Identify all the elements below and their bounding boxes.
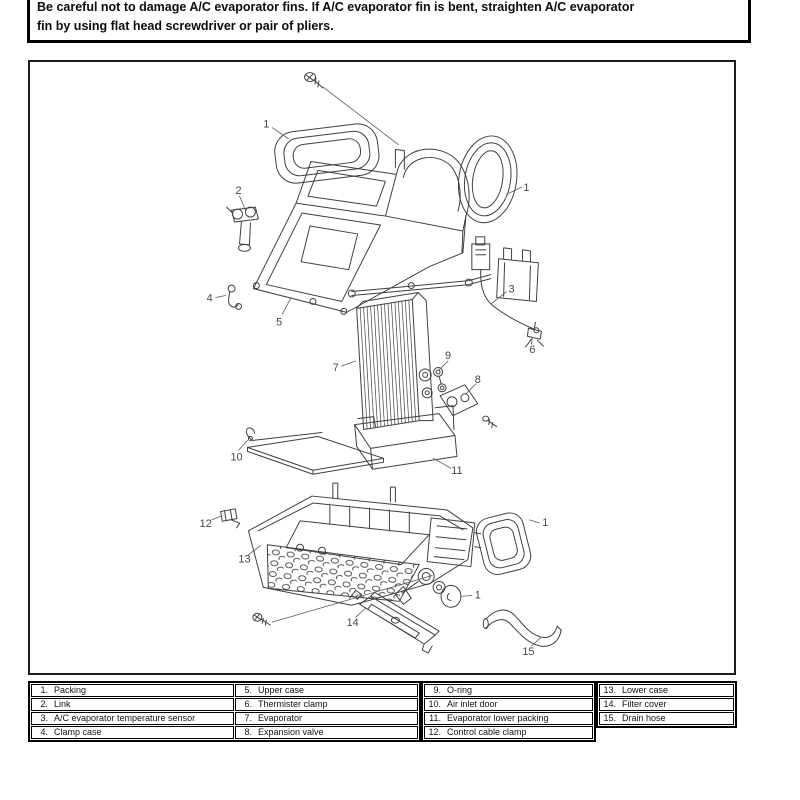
callout-numbers: 1 1 2 4 5 3 6 7 9 8 10 11 12 13 1 1 14 1… — [200, 119, 549, 658]
legend-cell-link: 2.Link — [31, 698, 234, 711]
part-upper-case — [252, 148, 539, 315]
legend-cell-expansion-valve: 8.Expansion valve — [235, 726, 418, 739]
legend-cell-temperature-sensor: 3.A/C evaporator temperature sensor — [31, 712, 234, 725]
callout-evaporator: 7 — [333, 362, 339, 374]
legend-cell-lower-packing: 11.Evaporator lower packing — [424, 712, 593, 725]
callout-lower-packing: 11 — [451, 465, 462, 477]
legend-cell-upper-case: 5.Upper case — [235, 684, 418, 697]
part-o-rings — [433, 366, 447, 393]
legend-cell-clamp-case: 4.Clamp case — [31, 726, 234, 739]
legend-section-2: 9.O-ring 10.Air inlet door 11.Evaporator… — [421, 681, 596, 742]
parts-legend: 1.Packing 5.Upper case 2.Link 6.Thermist… — [28, 681, 737, 742]
exploded-diagram-frame: 1 1 2 4 5 3 6 7 9 8 10 11 12 13 1 1 14 1… — [28, 60, 736, 675]
callout-packing-disc: 1 — [475, 589, 481, 601]
part-clamp-case — [227, 284, 242, 310]
part-packing-disc — [440, 584, 462, 608]
callout-packing-oval: 1 — [523, 182, 529, 194]
screw-top-icon — [304, 72, 324, 89]
legend-cell-evaporator: 7.Evaporator — [235, 712, 418, 725]
part-lower-packing — [354, 405, 458, 470]
callout-upper-case: 5 — [276, 316, 282, 328]
callout-clamp-case: 4 — [207, 292, 213, 304]
part-filter-cover — [349, 589, 440, 654]
leader-lines — [211, 86, 542, 647]
callout-lower-case: 13 — [238, 554, 250, 566]
part-packing-top — [274, 123, 380, 184]
legend-cell-packing: 1.Packing — [31, 684, 234, 697]
legend-cell-drain-hose: 15.Drain hose — [599, 712, 734, 725]
callout-thermister-clamp: 6 — [529, 344, 535, 356]
part-evaporator — [356, 292, 434, 431]
legend-section-3: 13.Lower case 14.Filter cover 15.Drain h… — [596, 681, 737, 728]
part-link — [226, 206, 259, 252]
part-packing-oval — [457, 135, 518, 224]
callout-control-cable-clamp: 12 — [200, 518, 212, 530]
part-thermister-clamp — [524, 321, 544, 348]
callout-filter-cover: 14 — [347, 617, 359, 629]
callout-temperature-sensor: 3 — [509, 284, 515, 296]
part-air-inlet-door — [245, 427, 384, 475]
legend-cell-lower-case: 13.Lower case — [599, 684, 734, 697]
part-packing-side — [475, 512, 532, 575]
legend-cell-filter-cover: 14.Filter cover — [599, 698, 734, 711]
caution-line-2: fin by using flat head screwdriver or pa… — [37, 18, 334, 33]
callout-packing-top: 1 — [263, 119, 269, 131]
legend-cell-o-ring: 9.O-ring — [424, 684, 593, 697]
part-control-cable-clamp — [220, 508, 241, 529]
part-lower-case — [247, 482, 482, 606]
legend-cell-air-inlet-door: 10.Air inlet door — [424, 698, 593, 711]
legend-cell-thermister-clamp: 6.Thermister clamp — [235, 698, 418, 711]
screw-bottom-icon — [252, 612, 271, 626]
exploded-diagram: 1 1 2 4 5 3 6 7 9 8 10 11 12 13 1 1 14 1… — [200, 72, 562, 658]
caution-line-1: Be careful not to damage A/C evaporator … — [37, 0, 635, 14]
callout-o-ring: 9 — [445, 350, 451, 362]
callout-packing-side: 1 — [542, 517, 548, 529]
legend-section-1: 1.Packing 5.Upper case 2.Link 6.Thermist… — [28, 681, 421, 742]
caution-box: Be careful not to damage A/C evaporator … — [27, 0, 751, 43]
part-drain-hose — [482, 609, 562, 647]
callout-air-inlet-door: 10 — [230, 451, 242, 463]
callout-expansion-valve: 8 — [475, 374, 481, 386]
callout-link: 2 — [235, 185, 241, 197]
legend-cell-control-cable-clamp: 12.Control cable clamp — [424, 726, 593, 739]
part-expansion-valve — [439, 384, 498, 429]
part-temperature-sensor — [471, 236, 540, 334]
callout-drain-hose: 15 — [522, 646, 534, 658]
